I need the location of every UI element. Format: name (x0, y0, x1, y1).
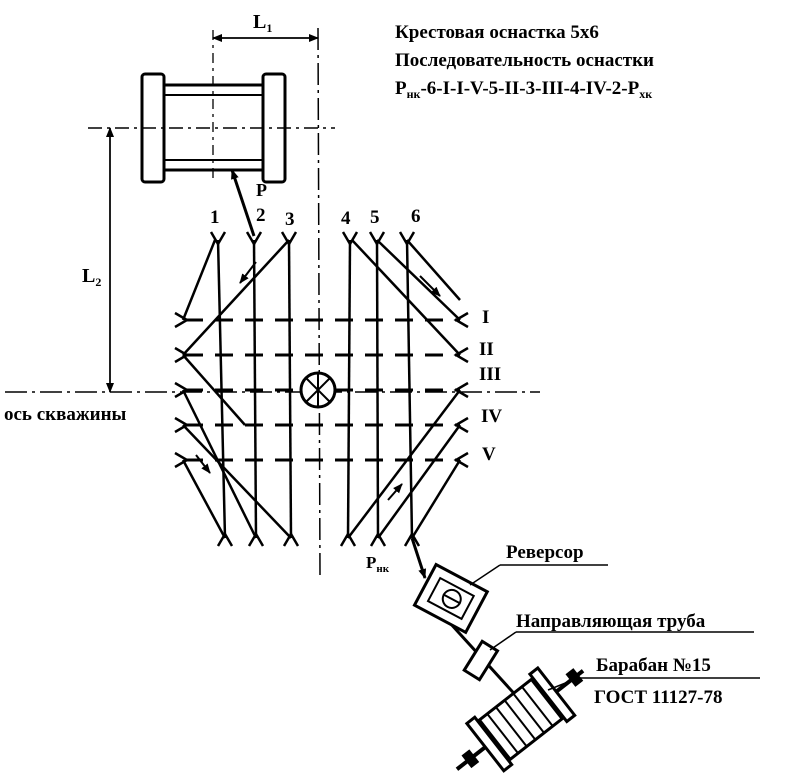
pulley-label-1: 1 (210, 207, 220, 228)
pnk-label: Рнк (366, 553, 390, 575)
pulley-label-2: 2 (256, 205, 266, 226)
guide-pipe-label: Направляющая труба (516, 611, 706, 632)
dimension-l1: L1 (212, 11, 319, 182)
top-pulley-hooks (209, 231, 416, 247)
l2-label: L2 (82, 265, 101, 289)
reversor-unit (412, 562, 490, 635)
well-axis: ось скважины (4, 391, 540, 425)
bottom-pulley-hooks (216, 531, 421, 547)
center-line (317, 27, 321, 576)
row-label-i: I (482, 307, 489, 328)
guide-pipe-leader (489, 631, 517, 651)
well-axis-label: ось скважины (4, 404, 127, 425)
rigging-diagonals (181, 239, 462, 539)
row-label-iv: IV (481, 406, 502, 427)
force-arrow: Р (230, 169, 267, 237)
crown-drum (88, 72, 335, 184)
row-label-ii: II (479, 339, 494, 360)
drum-label: Барабан №15 (596, 655, 711, 676)
force-label: Р (256, 180, 267, 200)
l1-label: L1 (253, 11, 272, 35)
guide-pipe-unit (462, 639, 500, 682)
pulley-label-4: 4 (341, 208, 351, 229)
reversor-label: Реверсор (506, 542, 584, 563)
rigging-verticals (216, 239, 414, 539)
winch-drum (455, 665, 585, 773)
dimension-l2: L2 (82, 127, 114, 393)
title-block: Крестовая оснастка 5х6 Последовательност… (395, 22, 654, 101)
title-line-2: Последовательность оснастки (395, 50, 654, 71)
row-label-iii: III (479, 364, 501, 385)
pulley-label-5: 5 (370, 207, 380, 228)
pulley-label-3: 3 (285, 209, 295, 230)
row-labels: I II III IV V (479, 307, 502, 465)
pulley-label-6: 6 (411, 206, 421, 227)
title-line-3: Рнк-6-I-I-V-5-II-3-III-4-IV-2-Рхк (395, 78, 652, 101)
reversor-leader (469, 564, 501, 586)
row-label-v: V (482, 444, 496, 465)
well-center-icon (299, 371, 337, 409)
pulley-labels: 1 2 3 4 5 6 (210, 205, 421, 230)
gost-label: ГОСТ 11127-78 (594, 687, 723, 708)
title-line-1: Крестовая оснастка 5х6 (395, 22, 599, 43)
drum-leader (547, 677, 579, 691)
rope-direction-arrows (195, 261, 441, 501)
side-pulley-hooks (174, 311, 469, 469)
